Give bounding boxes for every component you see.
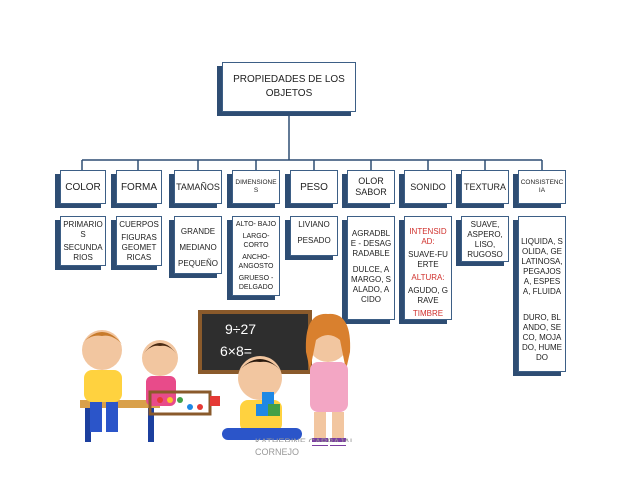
detail-item: SUAVE-FUERTE — [408, 250, 448, 269]
detail-sonido: INTENSIDAD: SUAVE-FUERTE ALTURA: AGUDO, … — [404, 216, 452, 320]
detail-dimensiones: ALTO- BAJO LARGO-CORTO ANCHO-ANGOSTO GRU… — [232, 216, 280, 296]
detail-item: PESADO — [297, 236, 331, 245]
category-color: COLOR — [60, 170, 106, 204]
detail-item: INTENSIDAD: — [409, 227, 447, 246]
detail-item: GRANDE — [180, 227, 216, 236]
detail-item: LIVIANO — [298, 220, 330, 229]
detail-item: LIQUIDA, SOLIDA, GELATINOSA, PEGAJOSA, E… — [521, 237, 563, 296]
detail-item: CUERPOS — [119, 220, 159, 229]
category-label: SONIDO — [410, 181, 446, 192]
footer-mask — [0, 442, 638, 445]
root-title: PROPIEDADES DE LOS OBJETOS — [233, 74, 345, 99]
detail-item: GRUESO - DELGADO — [238, 275, 274, 291]
detail-item: AGRADBLE - DESAGRADABLE — [350, 229, 392, 258]
detail-tamanos: GRANDE MEDIANO PEQUEÑO — [174, 216, 222, 274]
category-sonido: SONIDO — [404, 170, 452, 204]
category-label: PESO — [300, 181, 328, 193]
detail-item: MEDIANO — [179, 243, 217, 252]
category-label: CONSISTENCIA — [520, 179, 564, 194]
root-node: PROPIEDADES DE LOS OBJETOS — [222, 62, 356, 112]
detail-forma: CUERPOS FIGURAS GEOMETRICAS — [116, 216, 162, 266]
detail-item: ALTO- BAJO — [235, 221, 277, 228]
category-textura: TEXTURA — [461, 170, 509, 204]
board-line-2: 6×8= — [220, 343, 252, 359]
category-dimensiones: DIMENSIONES — [232, 170, 280, 204]
category-peso: PESO — [290, 170, 338, 204]
children-drawing: 9÷27 6×8= — [80, 310, 351, 446]
detail-item: SECUNDARIOS — [63, 243, 103, 262]
board-line-1: 9÷27 — [225, 321, 256, 337]
detail-item: LARGO-CORTO — [242, 233, 270, 249]
detail-textura: SUAVE, ASPERO, LISO, RUGOSO — [461, 216, 509, 262]
detail-item: FIGURAS GEOMETRICAS — [121, 233, 157, 262]
category-tamanos: TAMAÑOS — [174, 170, 222, 204]
detail-item: DURO, BLANDO, SECO, MOJADO, HUMEDO — [522, 313, 562, 362]
detail-item: ALTURA: — [411, 273, 445, 282]
category-label: FORMA — [120, 181, 158, 193]
category-label: TAMAÑOS — [176, 181, 220, 192]
detail-item: PRIMARIOS — [63, 220, 103, 239]
category-label: OLOR SABOR — [355, 176, 387, 197]
detail-item: PEQUEÑO — [177, 259, 218, 268]
children-illustration: 9÷27 6×8= — [60, 300, 370, 450]
category-forma: FORMA — [116, 170, 162, 204]
detail-item: DULCE, AMARGO, SALADO, ACIDO — [350, 265, 391, 304]
detail-item: TIMBRE — [412, 309, 444, 318]
detail-item: ANCHO-ANGOSTO — [238, 254, 274, 270]
detail-olor-sabor: AGRADBLE - DESAGRADABLE DULCE, AMARGO, S… — [347, 216, 395, 320]
detail-item: SUAVE, ASPERO, LISO, RUGOSO — [467, 220, 503, 259]
category-label: COLOR — [65, 181, 101, 193]
category-olor-sabor: OLOR SABOR — [347, 170, 395, 204]
category-label: TEXTURA — [463, 181, 506, 192]
footer-author: KATHERINE CARBAJAL CORNEJO — [255, 437, 355, 457]
category-label: DIMENSIONES — [235, 179, 277, 194]
detail-color: PRIMARIOS SECUNDARIOS — [60, 216, 106, 266]
detail-consistencia: LIQUIDA, SOLIDA, GELATINOSA, PEGAJOSA, E… — [518, 216, 566, 372]
detail-item: AGUDO, GRAVE — [407, 286, 448, 305]
detail-peso: LIVIANO PESADO — [290, 216, 338, 256]
category-consistencia: CONSISTENCIA — [518, 170, 566, 204]
